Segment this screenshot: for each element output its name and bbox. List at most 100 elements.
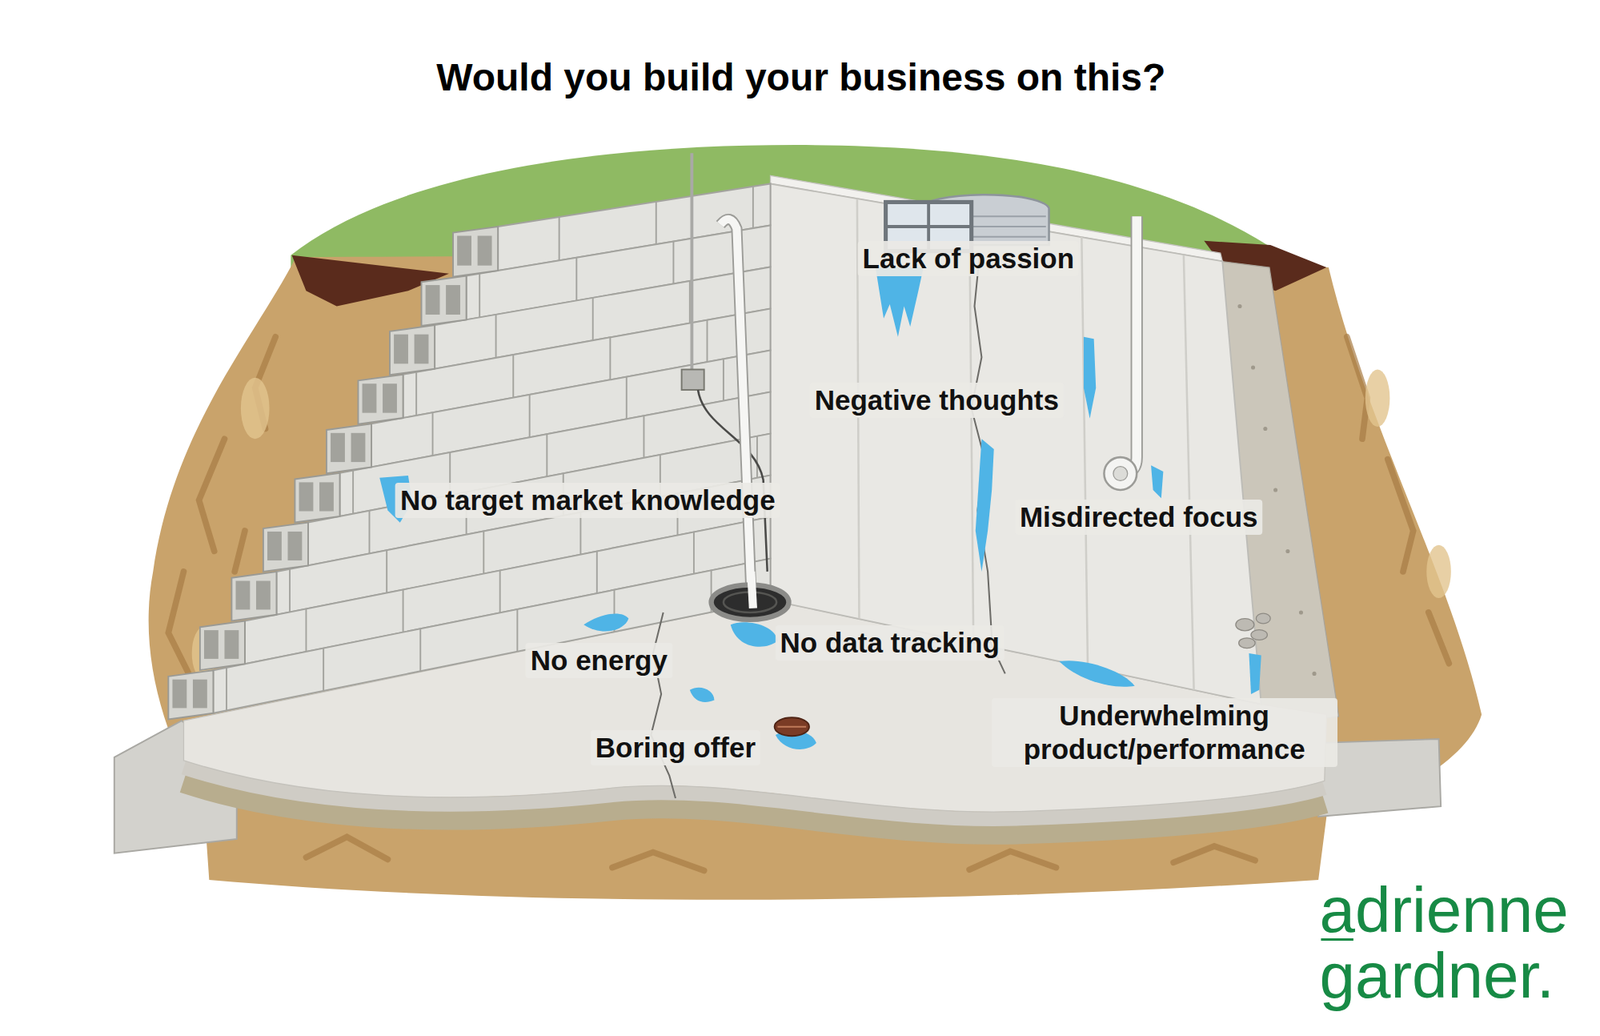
problem-label: No data tracking [775, 625, 1005, 661]
wall-seams [857, 199, 1195, 690]
water-drip [1083, 336, 1096, 419]
block-end [200, 621, 245, 670]
block-end [326, 423, 372, 474]
block-end [421, 276, 467, 326]
pipe-outline [1124, 216, 1137, 474]
block-hole [235, 581, 250, 610]
block-hole [288, 531, 303, 561]
problem-label: Negative thoughts [810, 382, 1064, 418]
block-hole [192, 679, 208, 709]
block-hole [172, 679, 187, 709]
label-anchor: adrienne gardner. [1319, 877, 1584, 1009]
mortar-joint [579, 512, 582, 555]
dirt-streak [1387, 459, 1414, 572]
pump-cord [697, 389, 768, 572]
problem-label: Underwhelming product/performance [991, 697, 1338, 767]
panel-seam [1081, 236, 1088, 668]
mortar-joint [322, 648, 325, 691]
block-wall [168, 183, 770, 719]
dirt-streak [234, 530, 245, 572]
drain-grate [777, 725, 807, 728]
mortar-joint [672, 241, 674, 285]
block-hole [425, 284, 441, 315]
block-hole [224, 629, 239, 659]
mortar-joint [596, 551, 598, 594]
mortar-joint [609, 336, 611, 380]
block-hole [204, 629, 219, 659]
problem-label: Lack of passion [858, 240, 1080, 277]
mortar-joint [625, 376, 628, 420]
gravel-dot [1263, 426, 1268, 431]
block-hole [393, 334, 409, 365]
dirt-patch [1365, 369, 1391, 427]
mortar-joint [419, 628, 422, 671]
stone [1239, 637, 1256, 649]
mortar-joint [545, 433, 548, 477]
mortar-joint [512, 354, 514, 398]
dirt-streak [1347, 336, 1368, 439]
block-end [294, 473, 340, 523]
panel-seam [1183, 255, 1195, 690]
label-anchor: No target market knowledge [395, 482, 781, 518]
mortar-joint [756, 436, 758, 478]
dirt-streak [305, 836, 388, 859]
mortar-joint [432, 412, 434, 456]
panel-seam [969, 218, 974, 643]
problem-label: No target market knowledge [395, 482, 781, 518]
title: Would you build your business on this? [436, 54, 1166, 99]
problem-label: Boring offer [590, 729, 761, 766]
gravel-dot [1311, 671, 1316, 676]
discharge-pipe [750, 571, 754, 609]
water-drip [875, 267, 924, 337]
mortar-joint [352, 470, 354, 514]
block-hole [319, 481, 334, 511]
mortar-joint [225, 667, 228, 711]
gravel-dot [1237, 304, 1242, 309]
mortar-joint [415, 372, 418, 416]
label-anchor: Underwhelming product/performance [991, 697, 1338, 767]
brand-logo: adrienne gardner. [1319, 877, 1584, 1009]
problem-label: Misdirected focus [1014, 499, 1264, 535]
mortar-joint [482, 531, 485, 574]
block-hole [351, 433, 366, 462]
block-end [168, 669, 213, 719]
dirt-streak [1173, 846, 1256, 863]
mortar-joint [722, 358, 725, 401]
block-hole [256, 581, 271, 610]
mortar-joint [385, 549, 388, 593]
block-end [263, 521, 309, 572]
dirt-streak [612, 852, 705, 871]
pipe-outline [720, 219, 751, 590]
mortar-joint [642, 415, 645, 458]
dirt-streak [1428, 612, 1449, 664]
block-end [453, 226, 498, 277]
label-anchor: Misdirected focus [1014, 499, 1264, 535]
label-anchor: Lack of passion [858, 240, 1080, 277]
dirt-streak [168, 571, 189, 674]
label-anchor: Negative thoughts [810, 382, 1064, 418]
water-puddle [730, 621, 778, 647]
mortar-joint [495, 314, 498, 358]
block-hole [457, 235, 472, 265]
label-anchor: No energy [525, 642, 673, 678]
water-puddle [1058, 660, 1135, 687]
mortar-joint [752, 186, 754, 229]
water-drip [975, 438, 995, 572]
block-end [231, 571, 277, 621]
block-hole [299, 481, 314, 511]
mortar-joint [499, 570, 502, 614]
block-end [357, 374, 403, 425]
mortar-joint [592, 297, 594, 341]
wall-pipe [1124, 216, 1137, 474]
gravel-dot [1299, 609, 1304, 614]
outlet-box [681, 369, 705, 390]
label-anchor: No data tracking [775, 625, 1005, 661]
dirt-patch [1426, 545, 1452, 598]
dirt-patch [240, 377, 270, 439]
mortar-joint [693, 532, 695, 574]
mortar-joint [575, 257, 578, 301]
block-hole [445, 284, 461, 315]
cracks [650, 255, 1005, 798]
mortar-joint [402, 589, 405, 632]
